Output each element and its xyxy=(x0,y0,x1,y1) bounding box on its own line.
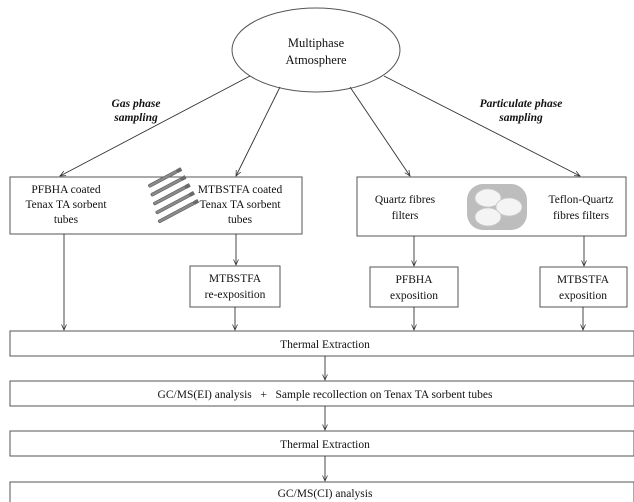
quartz-filters-line2: filters xyxy=(392,210,419,222)
gcms-ci-label: GC/MS(CI) analysis xyxy=(278,488,373,500)
root-node: Multiphase Atmosphere xyxy=(231,7,401,93)
thermal-extraction-1-box: Thermal Extraction xyxy=(9,330,634,357)
gas-phase-label-line2: sampling xyxy=(113,112,158,124)
particulate-phase-label-line1: Particulate phase xyxy=(480,98,563,110)
mtbstfa-reexposition-box: MTBSTFA re-exposition xyxy=(189,265,281,308)
sorbent-tubes-icon xyxy=(148,167,200,224)
mtbstfa-exposition-box: MTBSTFA exposition xyxy=(539,266,628,308)
particulate-phase-label-line2: sampling xyxy=(498,112,543,124)
mtbstfa-exposition-line2: exposition xyxy=(559,290,607,302)
gas-phase-sampling-box: PFBHA coated Tenax TA sorbent tubes MTBS… xyxy=(9,167,303,235)
teflon-filters-line1: Teflon-Quartz xyxy=(549,194,614,206)
root-label-line1: Multiphase xyxy=(288,36,345,50)
thermal-extraction-2-box: Thermal Extraction xyxy=(9,430,634,457)
pfbha-exposition-box: PFBHA exposition xyxy=(369,266,459,308)
edge-root-to-quartz-filters xyxy=(349,86,410,176)
gcms-ei-label: GC/MS(EI) analysis + Sample recollection… xyxy=(158,389,493,401)
filter-discs-icon xyxy=(467,184,527,230)
edge-root-to-mtbstfa-tubes xyxy=(236,86,281,176)
pfbha-tubes-line2: Tenax TA sorbent xyxy=(25,199,107,211)
mtbstfa-reexposition-line2: re-exposition xyxy=(205,289,266,301)
pfbha-exposition-line1: PFBHA xyxy=(395,274,433,286)
mtbstfa-exposition-line1: MTBSTFA xyxy=(557,274,610,286)
thermal-extraction-2-label: Thermal Extraction xyxy=(280,439,370,451)
pfbha-exposition-line2: exposition xyxy=(390,290,438,302)
gas-phase-label-line1: Gas phase xyxy=(112,98,161,110)
teflon-filters-line2: fibres filters xyxy=(553,210,609,222)
thermal-extraction-1-label: Thermal Extraction xyxy=(280,339,370,351)
gcms-ci-box: GC/MS(CI) analysis xyxy=(9,481,634,502)
pfbha-tubes-line3: tubes xyxy=(54,214,79,226)
pfbha-tubes-line1: PFBHA coated xyxy=(31,184,101,196)
mtbstfa-reexposition-line1: MTBSTFA xyxy=(209,273,262,285)
gcms-ei-box: GC/MS(EI) analysis + Sample recollection… xyxy=(9,380,634,407)
particulate-phase-sampling-box: Quartz fibres filters Teflon-Quartz fibr… xyxy=(356,176,627,237)
mtbstfa-tubes-line2: Tenax TA sorbent xyxy=(199,199,281,211)
edge-root-to-teflon-filters xyxy=(383,75,580,176)
edge-root-to-pfbha-tubes xyxy=(60,75,251,176)
quartz-filters-line1: Quartz fibres xyxy=(375,194,436,206)
mtbstfa-tubes-line1: MTBSTFA coated xyxy=(198,184,283,196)
root-label-line2: Atmosphere xyxy=(285,53,347,67)
mtbstfa-tubes-line3: tubes xyxy=(228,214,253,226)
